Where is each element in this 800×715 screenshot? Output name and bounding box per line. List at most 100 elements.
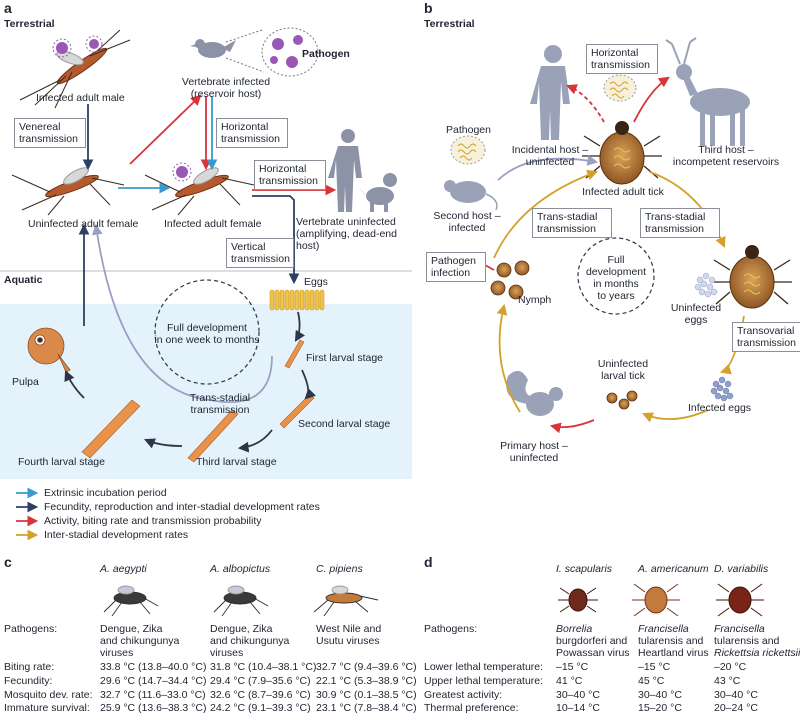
infected-adult-male-label: Infected adult male [36,92,125,104]
horizontal-a1-l1: Horizontal [221,121,269,133]
vertebrate-uninfected-label-1: Vertebrate uninfected [296,216,396,228]
horizontal-a2-l2: transmission [259,175,318,187]
panel-d-label: d [424,554,433,570]
pathogen-bubble-mouse [450,135,486,165]
pathogen-bubble-b [603,74,637,102]
legend-item-1: Extrinsic incubation period [44,487,167,499]
venereal-l1: Venereal [19,121,61,133]
incidental-host-l1: Incidental host – [511,144,589,156]
human-icon-b [530,45,570,140]
pathogens-c-2-l3: viruses [210,647,244,659]
larva-icon-fourth [81,399,141,459]
bird-icon [190,39,236,58]
deer-icon [665,37,750,146]
immature-survival-c-1: 25.9 °C (13.6–38.3 °C) [100,702,207,714]
biting-rate-c-1: 33.8 °C (13.8–40.0 °C) [100,661,207,673]
horizontal-transmission-box-b: Horizontal transmission [586,44,658,74]
second-host-l2: infected [448,222,486,234]
trans-stadial-b-right-l2: transmission [645,223,704,235]
fecundity-c-1: 29.6 °C (14.7–34.4 °C) [100,675,207,687]
larval-tick-icons [606,390,638,410]
tick-icon-adult-infected [582,121,662,185]
horizontal-a1-l2: transmission [221,133,280,145]
panel-c-table: A. aegypti A. albopictus C. pipiens Path… [4,563,417,714]
trans-stadial-b-left-l2: transmission [537,223,596,235]
uninfected-larval-l1: Uninfected [597,358,649,370]
transovarial-l1: Transovarial [737,325,795,337]
panel-a-arrows [64,94,337,453]
primary-host-l1: Primary host – [500,440,568,452]
trans-stadial-b-right-l1: Trans-stadial [645,211,706,223]
pathogens-c-1-l2: and chikungunya [100,635,180,647]
immature-survival-c-2: 24.2 °C (9.1–39.3 °C) [210,702,311,714]
full-dev-a-l1: Full development [167,322,247,334]
infected-adult-female-label: Infected adult female [164,218,262,230]
fourth-larval-label: Fourth larval stage [18,456,105,468]
vertebrate-uninfected-label-3: host) [296,240,320,252]
vertical-l2: transmission [231,253,290,265]
legend-item-3: Activity, biting rate and transmission p… [44,515,262,527]
venereal-l2: transmission [19,133,78,145]
vertebrate-uninfected-label-2: (amplifying, dead-end [296,228,397,240]
full-dev-b-l1: Full [607,254,625,266]
panel-b-terrestrial: Terrestrial [424,18,475,30]
pathogens-c-1-l1: Dengue, Zika [100,623,163,635]
third-host-l1: Third host – [698,144,754,156]
vertical-l1: Vertical [231,241,266,253]
virus-icon-pathogen [270,35,303,68]
nymph-label: Nymph [518,294,552,306]
pathogen-b-label: Pathogen [446,124,491,136]
eggs-icon [269,289,325,311]
fecundity-c-2: 29.4 °C (7.9–35.6 °C) [210,675,311,687]
squirrel-icon [506,370,563,416]
trans-stadial-box-b-right: Trans-stadial transmission [640,208,720,238]
mosquito-dev-c-1: 32.7 °C (11.6–33.0 °C) [100,689,206,701]
full-dev-a-l2: in one week to months [154,334,260,346]
uninfected-eggs-icon [694,272,718,298]
full-dev-b-l3: in months [593,278,639,290]
pathogens-c-3-l2: Usutu viruses [316,635,380,647]
immature-survival-c-3: 23.1 °C (7.8–38.4 °C) [316,702,417,714]
legend-lines [16,487,39,541]
horizontal-b-l1: Horizontal [591,47,639,59]
uninfected-eggs-l2: eggs [684,314,708,326]
third-host-l2: incompetent reservoirs [672,156,780,168]
larva-icon-third [187,409,239,463]
uninfected-adult-female-label: Uninfected adult female [28,218,139,230]
venereal-transmission-box: Venereal transmission [14,118,86,148]
incidental-host-l2: uninfected [525,156,575,168]
virus-icon-male [52,35,103,58]
tick-icon-scapularis [558,587,598,613]
species-c-1: A. aegypti [100,563,147,575]
mouse-icon [444,180,498,211]
tick-icon-adult-female [712,245,792,309]
mosquito-icon-uninfected-female [11,167,125,216]
biting-rate-c-2: 31.8 °C (10.4–38.1 °C) [210,661,317,673]
infected-eggs-icon [710,376,734,402]
fecundity-c-3: 22.1 °C (5.3–38.9 °C) [316,675,417,687]
panel-a-label: a [4,0,12,16]
tick-icon-americanum [632,583,680,617]
legend-item-2: Fecundity, reproduction and inter-stadia… [44,501,320,513]
mosquito-dev-c-3: 30.9 °C (0.1–38.5 °C) [316,689,417,701]
full-dev-b-l2: development [585,266,647,278]
primary-host-l2: uninfected [509,452,559,464]
biting-rate-c-3: 32.7 °C (9.4–39.6 °C) [316,661,417,673]
third-larval-label: Third larval stage [196,456,277,468]
pathogens-c-3-l1: West Nile and [316,623,382,635]
panel-a-terrestrial: Terrestrial [4,18,55,30]
uninfected-eggs-l1: Uninfected [670,302,722,314]
mosquito-dev-c-2: 32.6 °C (8.7–39.6 °C) [210,689,311,701]
pathogens-c-2-l1: Dengue, Zika [210,623,273,635]
vertebrate-infected-label-1: Vertebrate infected [181,76,271,88]
pathogen-squiggle-icon-mouse [457,143,477,161]
trans-stadial-a-l2: transmission [190,404,250,416]
legend-item-4: Inter-stadial development rates [44,529,189,541]
uninfected-larval-l2: larval tick [601,370,645,382]
pupa-icon [27,327,71,373]
immature-survival-label: Immature survival: [4,702,90,714]
vertebrate-infected-label-2: (reservoir host) [190,88,262,100]
panel-a-pathogen-label: Pathogen [302,48,350,60]
dog-icon [358,173,397,212]
